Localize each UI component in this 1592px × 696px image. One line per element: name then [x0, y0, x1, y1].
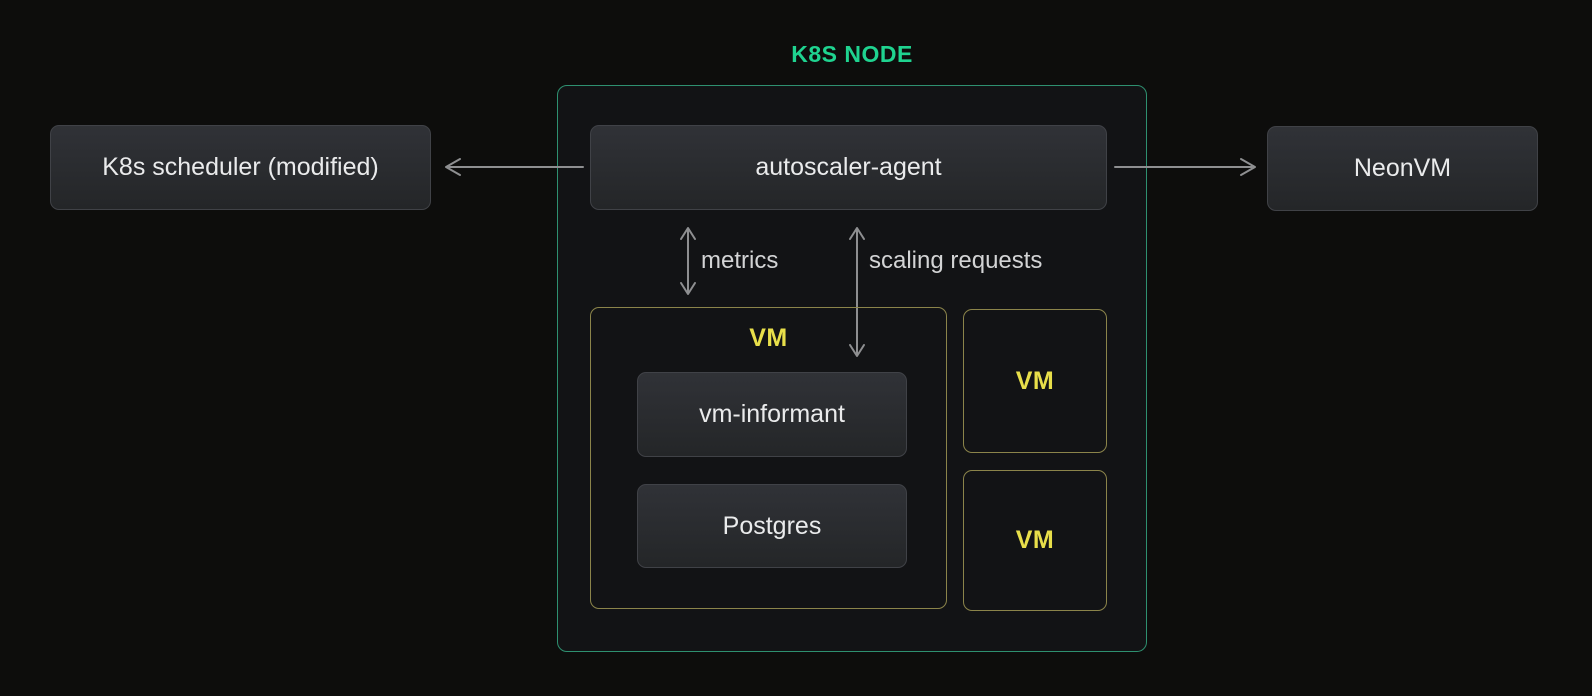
metrics-edge-label: metrics — [701, 247, 779, 274]
postgres-box: Postgres — [637, 484, 907, 568]
postgres-label: Postgres — [722, 511, 822, 540]
vm-small-1-label: VM — [1015, 366, 1055, 395]
scheduler-label: K8s scheduler (modified) — [102, 153, 379, 181]
vm-main-label: VM — [749, 324, 788, 352]
scheduler-box: K8s scheduler (modified) — [50, 125, 431, 210]
vm-main-box: VM — [590, 307, 947, 609]
scaling-requests-edge-label: scaling requests — [869, 247, 1043, 274]
neonvm-box: NeonVM — [1267, 126, 1538, 211]
vm-small-box-2: VM — [963, 470, 1107, 611]
neonvm-label: NeonVM — [1353, 154, 1452, 182]
autoscaler-agent-box: autoscaler-agent — [590, 125, 1107, 210]
autoscaler-agent-label: autoscaler-agent — [755, 153, 942, 181]
vm-small-2-label: VM — [1015, 526, 1055, 554]
k8s-node-title: K8S NODE — [791, 41, 913, 67]
vm-informant-box: vm-informant — [637, 372, 907, 457]
vm-small-box-1: VM — [963, 309, 1107, 453]
vm-informant-label: vm-informant — [699, 400, 845, 428]
